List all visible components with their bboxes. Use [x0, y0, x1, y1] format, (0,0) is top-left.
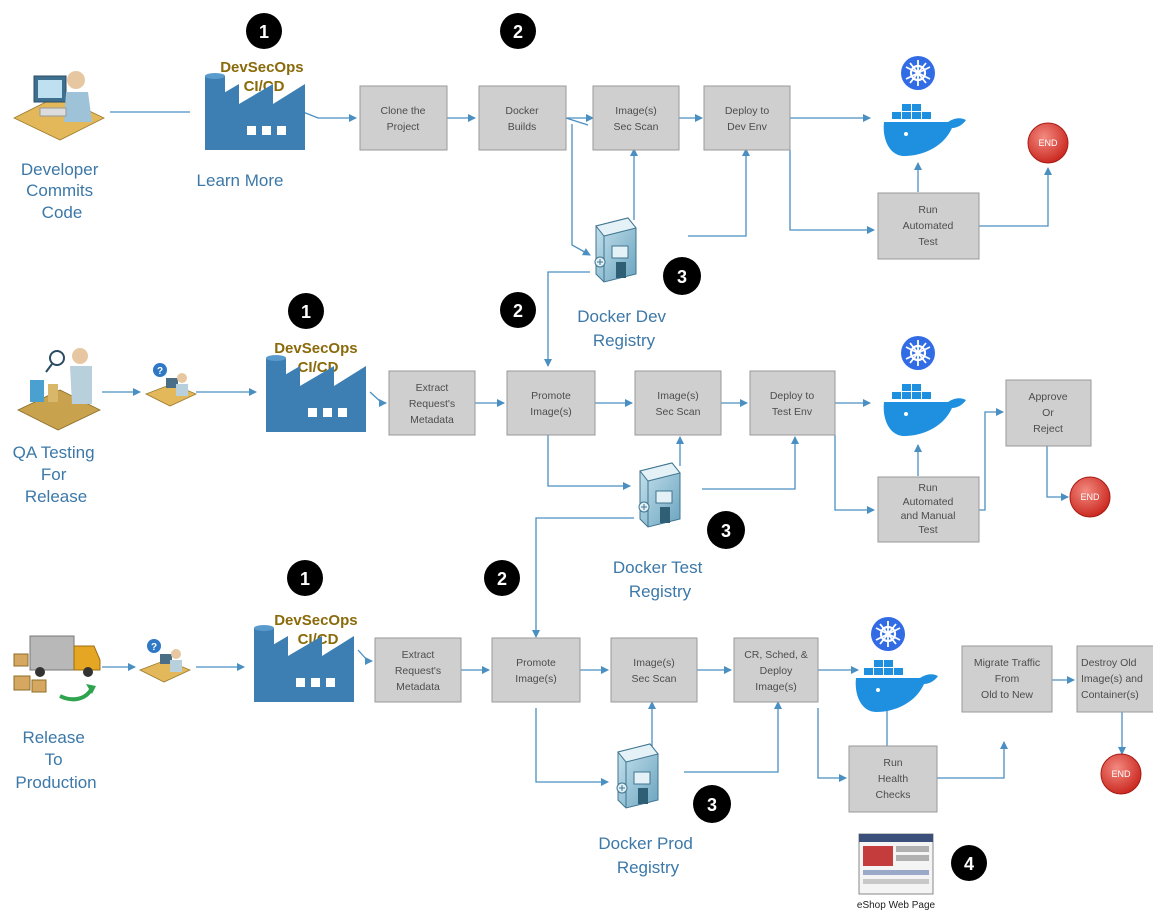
step-badge-1: 1	[246, 13, 282, 49]
svg-text:3: 3	[707, 795, 717, 815]
step-badge-3: 3	[693, 785, 731, 823]
registry-server-icon	[638, 462, 681, 528]
learn-more-link[interactable]: Learn More	[197, 171, 284, 190]
connectors	[102, 111, 1126, 786]
end-node: END	[1069, 476, 1111, 518]
svg-text:3: 3	[677, 267, 687, 287]
qa-tester-icon	[17, 348, 101, 431]
docker-whale-icon	[883, 104, 966, 156]
svg-text:Image(s)Sec Scan: Image(s)Sec Scan	[632, 657, 677, 685]
svg-text:1: 1	[259, 22, 269, 42]
svg-text:Image(s)Sec Scan: Image(s)Sec Scan	[656, 390, 701, 418]
qa-label: QA Testing For Release	[13, 443, 100, 506]
docker-whale-icon	[883, 384, 966, 436]
registry-server-icon	[594, 217, 637, 283]
svg-text:1: 1	[301, 302, 311, 322]
cicd-label: DevSecOps CI/CD	[220, 59, 308, 95]
svg-text:4: 4	[964, 854, 974, 874]
end-node: END	[1100, 753, 1142, 795]
lane-qa: QA Testing For Release 1 DevSecOps CI/CD…	[13, 292, 1111, 601]
step-badge-1: 1	[287, 560, 323, 596]
svg-text:END: END	[1038, 138, 1058, 148]
step-badge-2: 2	[500, 292, 536, 328]
svg-text:1: 1	[300, 569, 310, 589]
step-badge-4: 4	[951, 845, 987, 881]
svg-text:2: 2	[497, 569, 507, 589]
svg-text:3: 3	[721, 521, 731, 541]
registry-label: Docker Prod Registry	[598, 834, 697, 877]
lane-prod: Release To Production 1 DevSecOps CI/CD …	[13, 560, 1153, 911]
cicd-label: DevSecOps CI/CD	[274, 340, 362, 376]
delivery-truck-icon	[13, 635, 101, 702]
registry-label: Docker Dev Registry	[577, 307, 671, 350]
step-badge-2: 2	[484, 560, 520, 596]
svg-text:2: 2	[513, 301, 523, 321]
webpage-label: eShop Web Page	[857, 900, 936, 911]
svg-text:END: END	[1080, 492, 1100, 502]
kubernetes-icon	[899, 334, 937, 372]
prod-label: Release To Production	[15, 728, 96, 792]
svg-text:END: END	[1111, 769, 1131, 779]
request-desk-icon	[139, 638, 191, 683]
kubernetes-icon	[869, 615, 907, 653]
step-badge-2: 2	[500, 13, 536, 49]
step-sec-scan: Image(s)Sec Scan	[592, 85, 680, 151]
webpage-thumbnail-icon	[858, 833, 934, 895]
registry-server-icon	[616, 743, 659, 809]
svg-text:2: 2	[513, 22, 523, 42]
step-badge-3: 3	[707, 511, 745, 549]
step-sec-scan: Image(s)Sec Scan	[634, 370, 722, 436]
step-badge-3: 3	[663, 257, 701, 295]
docker-whale-icon	[855, 660, 938, 712]
request-desk-icon	[145, 362, 197, 407]
step-badge-1: 1	[288, 293, 324, 329]
registry-label: Docker Test Registry	[613, 558, 707, 601]
end-node: END	[1027, 122, 1069, 164]
developer-label: Developer Commits Code	[21, 160, 103, 222]
svg-text:Image(s)Sec Scan: Image(s)Sec Scan	[614, 105, 659, 133]
kubernetes-icon	[899, 54, 937, 92]
step-sec-scan: Image(s)Sec Scan	[610, 637, 698, 703]
developer-workstation-icon	[13, 71, 105, 141]
lane-dev: Developer Commits Code 1 DevSecOps CI/CD…	[13, 13, 1069, 350]
